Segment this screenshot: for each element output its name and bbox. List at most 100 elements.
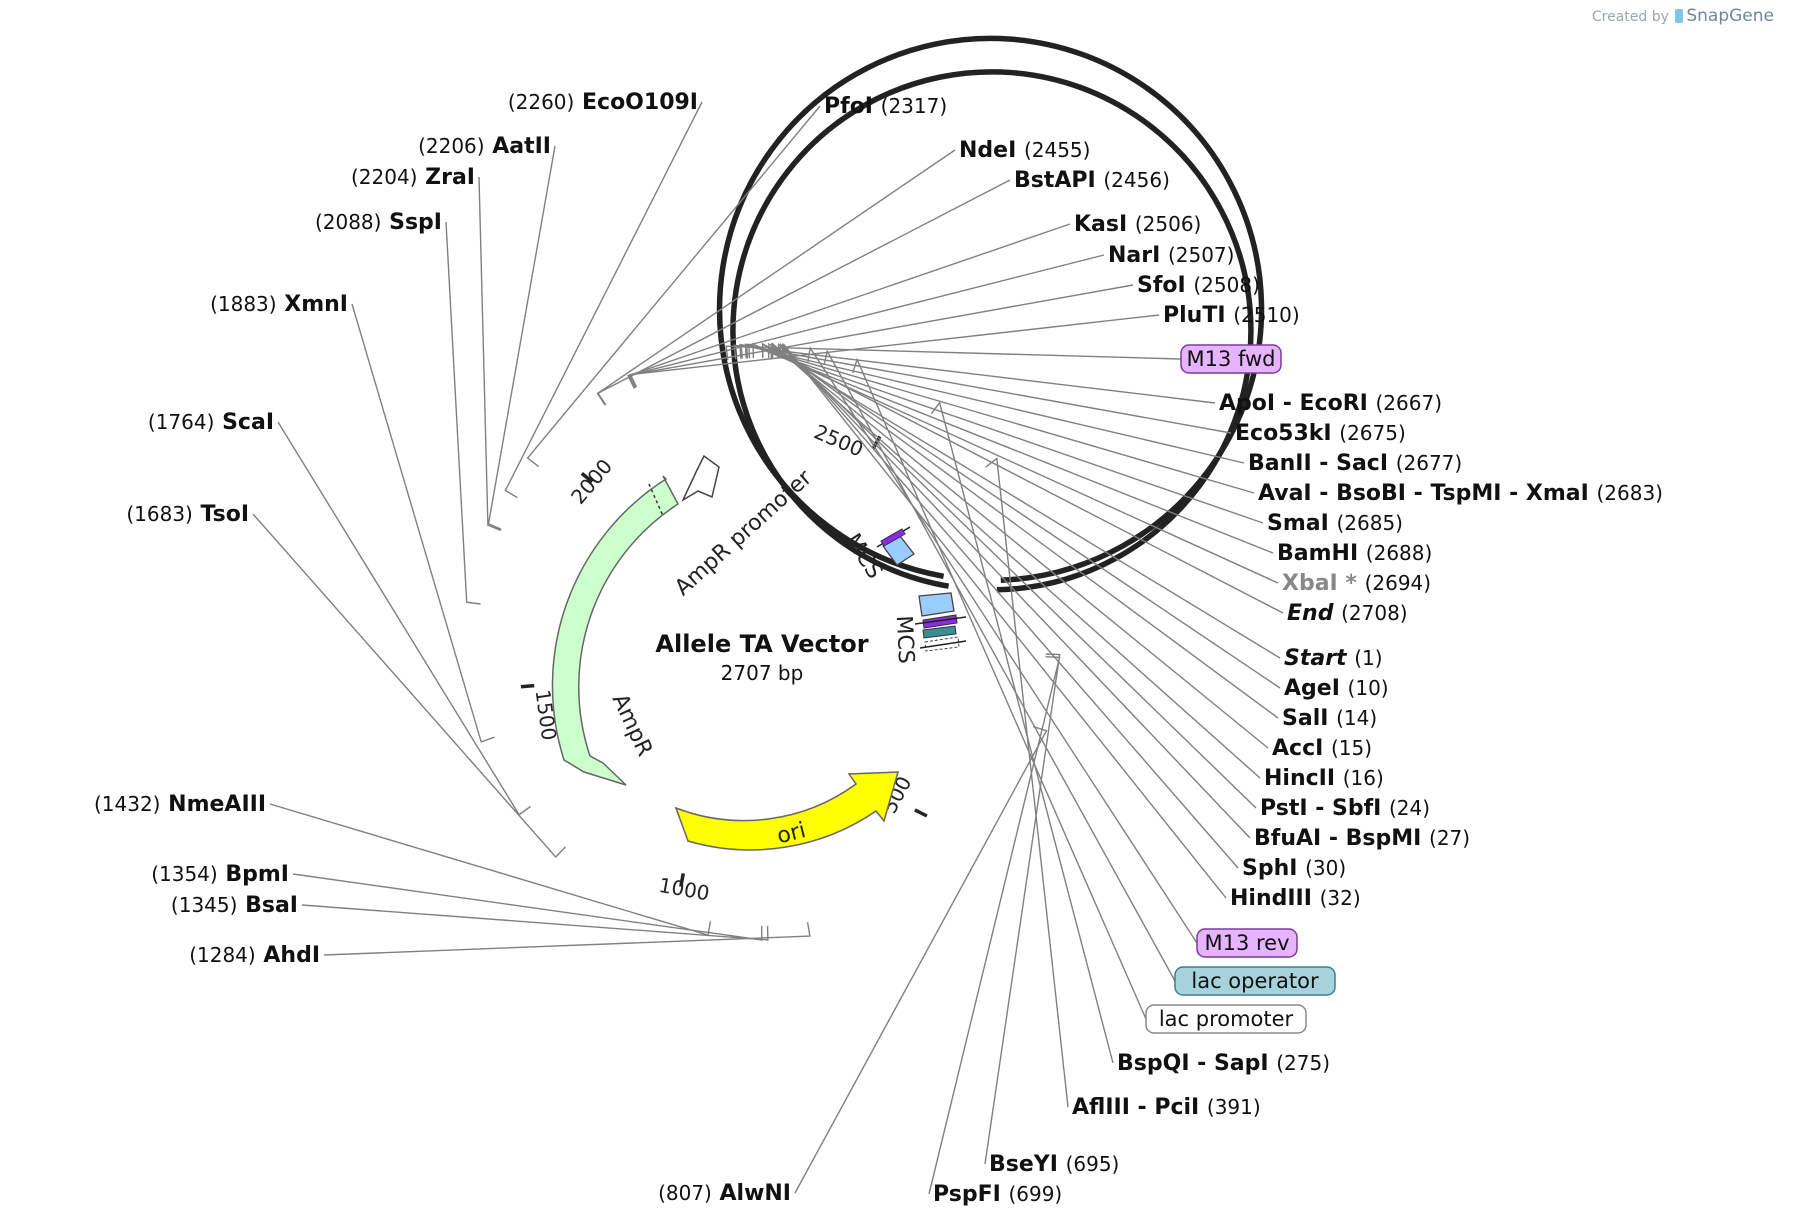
site-name: End [1287, 601, 1341, 626]
site-name: Start [1284, 646, 1354, 671]
site-name: BspQI - SapI [1117, 1051, 1276, 1076]
site-label-bamhi: BamHI (2688) [1277, 541, 1432, 566]
site-name: PspFI [933, 1182, 1008, 1207]
site-position: (2677) [1396, 451, 1463, 475]
site-position: (2506) [1135, 212, 1202, 236]
feature-box-m13-rev [1196, 928, 1298, 958]
site-position: (1345) [171, 893, 238, 917]
site-name: AgeI [1284, 676, 1348, 701]
credit-brand: SnapGene [1686, 6, 1774, 26]
label-mcs-lower: MCS [891, 615, 918, 665]
site-position: (30) [1305, 856, 1346, 880]
site-label-zrai: (2204) ZraI [351, 165, 475, 190]
site-position: (2088) [315, 210, 382, 234]
site-label-pspfi: PspFI (699) [933, 1182, 1062, 1207]
credit: Created by SnapGene [1592, 6, 1774, 26]
site-label-agei: AgeI (10) [1284, 676, 1389, 701]
site-label-sspi: (2088) SspI [315, 210, 442, 235]
site-label-bpmi: (1354) BpmI [151, 862, 289, 887]
site-name: SalI [1282, 706, 1336, 731]
site-name: AflIII - PciI [1072, 1095, 1207, 1120]
site-position: (2675) [1339, 421, 1406, 445]
site-name: NmeAIII [161, 792, 267, 817]
feature-label-lac-promoter: lac promoter [1159, 1007, 1294, 1031]
feature-box-lac-promoter [1145, 1004, 1307, 1034]
site-position: (2508) [1193, 273, 1260, 297]
site-label-bseyi: BseYI (695) [989, 1152, 1119, 1177]
feature-label-m13-fwd: M13 fwd [1186, 347, 1275, 371]
site-label-ahdi: (1284) AhdI [189, 943, 320, 968]
site-name: AvaI - BsoBI - TspMI - XmaI [1258, 481, 1596, 506]
site-position: (1284) [189, 943, 256, 967]
backbone [716, 35, 1265, 593]
site-label-sfoi: SfoI (2508) [1137, 273, 1260, 298]
site-label-bfuai-bspmi: BfuAI - BspMI (27) [1254, 826, 1470, 851]
site-name: EcoO109I [574, 90, 698, 115]
site-label-tsoi: (1683) TsoI [126, 502, 249, 527]
site-name: ZraI [418, 165, 476, 190]
site-label-sphi: SphI (30) [1242, 856, 1346, 881]
site-name: NdeI [959, 138, 1024, 163]
tick-label-2000: 2000 [566, 454, 617, 508]
site-name: SphI [1242, 856, 1305, 881]
feature-ampr [551, 475, 679, 786]
site-label-afliii-pcii: AflIII - PciI (391) [1072, 1095, 1261, 1120]
site-name: PstI - SbfI [1260, 796, 1389, 821]
site-name: HincII [1264, 766, 1343, 791]
site-position: (14) [1336, 706, 1377, 730]
site-label-aatii: (2206) AatII [418, 134, 551, 159]
site-name: AccI [1272, 736, 1331, 761]
site-name: SfoI [1137, 273, 1193, 298]
site-label-banii-saci: BanII - SacI (2677) [1248, 451, 1462, 476]
site-label-start: Start (1) [1284, 646, 1383, 671]
site-name: BseYI [989, 1152, 1066, 1177]
credit-text: Created by [1591, 9, 1669, 25]
site-label-kasi: KasI (2506) [1074, 212, 1201, 237]
site-name: NarI [1108, 243, 1168, 268]
site-position: (275) [1276, 1051, 1330, 1075]
site-label-hincii: HincII (16) [1264, 766, 1384, 791]
site-position: (10) [1348, 676, 1389, 700]
feature-box-lac-operator [1174, 966, 1336, 996]
site-position: (2260) [508, 90, 575, 114]
site-position: (1354) [151, 862, 218, 886]
site-label-nari: NarI (2507) [1108, 243, 1234, 268]
site-label-eco53ki: Eco53kI (2675) [1235, 421, 1406, 446]
site-label-apoi-ecori: ApoI - EcoRI (2667) [1219, 391, 1442, 416]
site-name: BpmI [218, 862, 289, 887]
site-position: (2206) [418, 134, 485, 158]
snapgene-logo-icon [1675, 9, 1684, 23]
site-label-pfoi: PfoI (2317) [824, 94, 947, 119]
site-position: (2507) [1168, 243, 1235, 267]
site-position: (2510) [1233, 303, 1300, 327]
site-name: BanII - SacI [1248, 451, 1396, 476]
site-label-end: End (2708) [1287, 601, 1408, 626]
site-position: (695) [1066, 1152, 1120, 1176]
site-label-avai-bsobi-tspmi-xmai: AvaI - BsoBI - TspMI - XmaI (2683) [1258, 481, 1663, 506]
site-name: BstAPI [1014, 168, 1103, 193]
site-position: (2456) [1103, 168, 1170, 192]
site-name: XmnI [277, 292, 348, 317]
site-name: TsoI [193, 502, 249, 527]
site-name: PfoI [824, 94, 881, 119]
feature-label-m13-rev: M13 rev [1204, 931, 1289, 955]
site-label-nmeaiii: (1432) NmeAIII [94, 792, 266, 817]
site-name: BsaI [237, 893, 298, 918]
plasmid-name: Allele TA Vector [655, 630, 868, 658]
site-label-bstapi: BstAPI (2456) [1014, 168, 1170, 193]
site-name: PluTI [1163, 303, 1233, 328]
site-position: (1) [1354, 646, 1382, 670]
site-name: ScaI [214, 410, 274, 435]
site-position: (1683) [126, 502, 193, 526]
site-label-bsai: (1345) BsaI [171, 893, 298, 918]
tick-label-1000: 1000 [657, 873, 711, 905]
site-label-pluti: PluTI (2510) [1163, 303, 1300, 328]
site-name: SmaI [1267, 511, 1336, 536]
site-name: HindIII [1230, 886, 1320, 911]
site-name: AhdI [256, 943, 320, 968]
site-position: (2694) [1365, 571, 1432, 595]
site-name: XbaI * [1282, 571, 1365, 596]
label-ampr: AmpR [607, 690, 657, 760]
site-position: (27) [1429, 826, 1470, 850]
